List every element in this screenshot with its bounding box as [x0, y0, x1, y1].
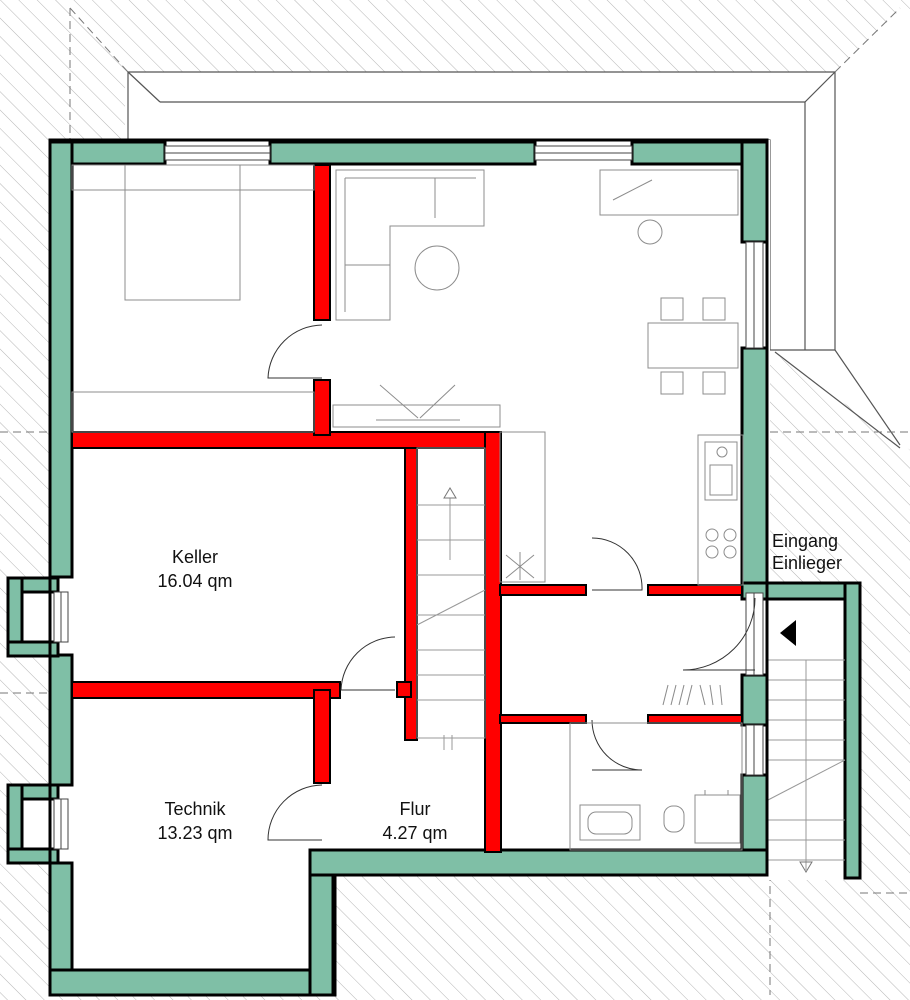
doors — [267, 324, 756, 841]
room-name: Keller — [171, 547, 219, 567]
entrance-label-line2: Einlieger — [772, 553, 843, 573]
projection-lines — [0, 7, 910, 995]
interior-walls — [71, 164, 743, 853]
entrance-arrow-icon — [780, 620, 796, 646]
room-label-flur: Flur 4.27 qm — [350, 797, 480, 845]
exterior-walls — [6, 140, 862, 997]
building-outline — [48, 138, 769, 997]
windows — [53, 145, 764, 850]
room-label-technik: Technik 13.23 qm — [130, 797, 260, 845]
entrance-staircase — [767, 659, 846, 873]
furniture — [71, 164, 744, 851]
room-area: 16.04 qm — [157, 571, 233, 591]
room-area: 4.27 qm — [382, 823, 448, 843]
staircase — [416, 447, 486, 750]
room-area: 13.23 qm — [157, 823, 233, 843]
room-label-keller: Keller 16.04 qm — [130, 545, 260, 593]
room-name: Flur — [399, 799, 431, 819]
entrance-label-line1: Eingang — [772, 531, 839, 551]
entrance-label: Eingang Einlieger — [772, 530, 842, 574]
room-name: Technik — [164, 799, 226, 819]
